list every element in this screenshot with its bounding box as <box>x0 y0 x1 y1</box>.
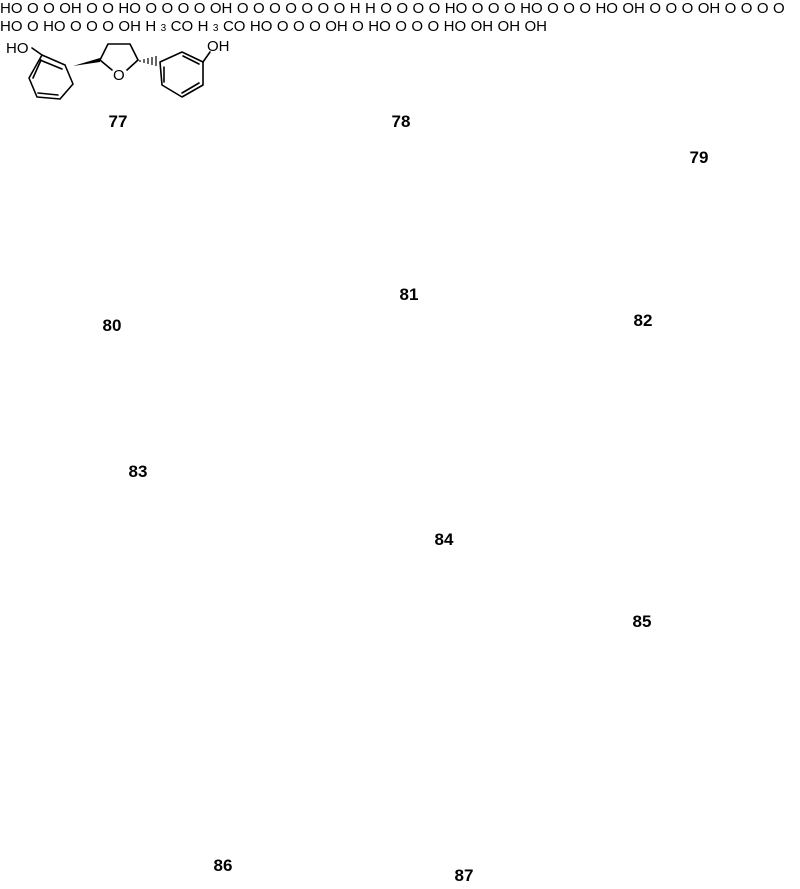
compound-81-structure: O HO O O <box>428 0 500 17</box>
compound-label-84: 84 <box>434 530 454 549</box>
compound-84-structure: O O OH O O O <box>665 0 785 17</box>
compound-label-79: 79 <box>689 148 709 167</box>
compound-label-87: 87 <box>454 866 474 885</box>
compound-78-structure: HO O O OH O <box>0 0 98 17</box>
compound-85-structure: HO O HO O O O <box>0 18 141 35</box>
compound-86-structure: H 3 CO H 3 CO HO O O O <box>145 18 321 35</box>
compound-80-structure: O O O O O O H H O <box>252 0 425 17</box>
svg-text:HO: HO <box>6 40 29 57</box>
compound-label-77: 77 <box>108 112 128 131</box>
compound-label-81: 81 <box>399 285 419 304</box>
svg-text:OH: OH <box>207 38 230 55</box>
compound-87-structure: OH O HO O O <box>325 18 547 35</box>
compound-83-structure: O HO OH O <box>579 0 662 17</box>
compound-label-86: 86 <box>213 856 233 875</box>
compound-label-82: 82 <box>633 311 653 330</box>
compound-label-78: 78 <box>391 112 411 131</box>
compound-label-80: 80 <box>102 316 122 335</box>
svg-text:O: O <box>113 67 125 84</box>
compound-77-structure: HO O OH <box>6 38 230 100</box>
compound-label-85: 85 <box>632 612 652 631</box>
compound-79-structure: O HO O O O O OH O <box>102 0 249 17</box>
compound-label-83: 83 <box>128 462 148 481</box>
compound-82-structure: O HO O O <box>503 0 575 17</box>
